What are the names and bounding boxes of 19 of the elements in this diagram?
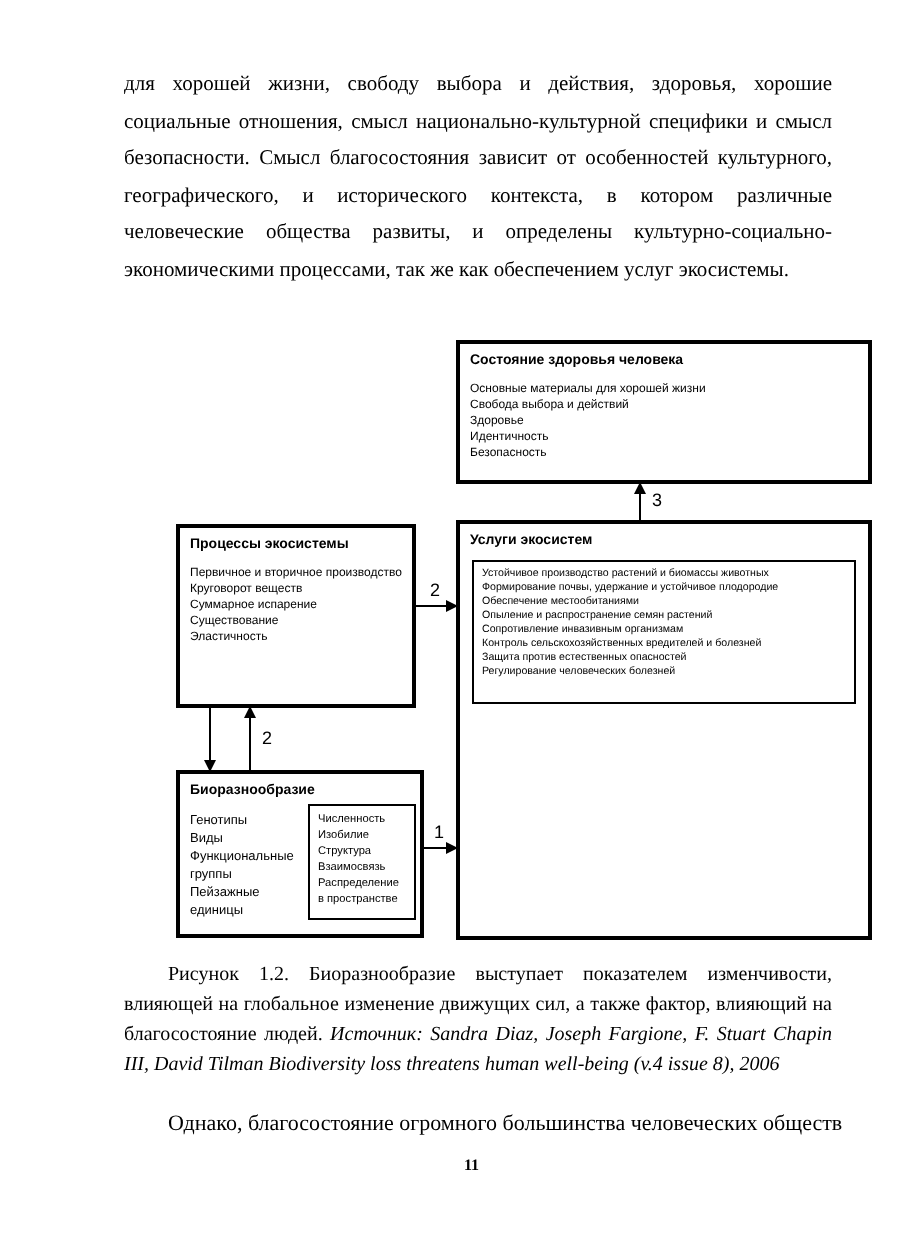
figure-caption: Рисунок 1.2. Биоразнообразие выступает показателем изменчивости, влияющей на глобальное изменение движущих сил, а также фактор, влияющий на благосостояние людей. Источник: Sandra Diaz, Joseph Fargione, F. Stuart Chapin III, David Tilman Biodiversity loss threatens human well-being (v.4 issue 8), 2006 xyxy=(124,962,832,1080)
arrow xyxy=(634,482,646,521)
list-box xyxy=(472,560,856,704)
body-paragraph: для хорошей жизни, свободу выбора и действия, здоровья, хорошие социальные отношения, смысл национально-культурной специфики и смысл безопасности. Смысл благосостояния зависит от особенностей культурного, географического, и исторического контекста, в котором различные человеческие общества развиты, и определены культурно-социально-экономическими процессами, так же как обеспечением услуг экосистемы. xyxy=(124,72,832,286)
body-paragraph: Однако, благосостояние огромного большинства человеческих обществ xyxy=(168,1110,843,1138)
process-box xyxy=(456,520,872,940)
arrow xyxy=(244,706,256,771)
arrow xyxy=(415,600,458,612)
edge-label: 2 xyxy=(430,580,441,602)
page-number: 11 xyxy=(464,1156,480,1176)
arrow xyxy=(423,842,458,854)
list-box xyxy=(308,804,416,920)
process-box xyxy=(176,524,416,708)
process-box xyxy=(456,340,872,484)
edge-label: 2 xyxy=(262,727,273,749)
arrow xyxy=(204,707,216,772)
edge-label: 1 xyxy=(434,822,445,844)
process-box xyxy=(176,770,424,938)
edge-label: 3 xyxy=(652,490,663,512)
